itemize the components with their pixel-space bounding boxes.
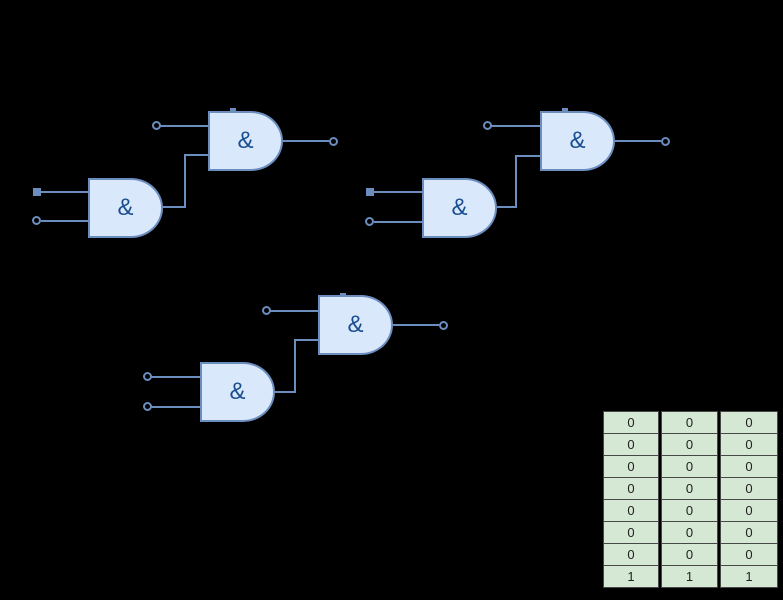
truth-table-cell: 0 [721,434,777,456]
truth-table-cell: 0 [604,412,658,434]
truth-table-cell: 0 [662,456,717,478]
wire [374,191,422,193]
and-gate-label: & [451,194,468,221]
and-gate-label: & [347,311,364,338]
and-gate: & [200,362,275,422]
wire [283,140,329,142]
truth-table-cell: 1 [745,569,753,584]
wire [41,220,88,222]
wire [186,154,208,156]
truth-table: 0 0 0 0 0 0 0 1 0 0 0 0 0 0 0 1 0 0 0 0 … [603,411,778,588]
truth-table-cell: 0 [604,522,658,544]
and-gate: & [208,111,283,171]
wire [374,221,422,223]
truth-table-cell: 1 [627,569,635,584]
wire [296,339,318,341]
truth-table-cell: 1 [685,569,694,584]
truth-table-cell: 0 [721,456,777,478]
truth-table-cell: 0 [721,544,777,566]
truth-table-cell: 0 [721,478,777,500]
wire [270,310,318,312]
and-gate-label: & [229,378,246,405]
truth-table-cell: 0 [662,500,717,522]
truth-table-cell: 0 [604,500,658,522]
circle-endpoint-icon [439,321,448,330]
square-endpoint-icon [33,188,41,196]
truth-table-cell: 0 [662,522,717,544]
truth-table-cell: 0 [721,500,777,522]
truth-table-cell: 0 [662,412,717,434]
and-gate: & [88,178,163,238]
truth-table-column: 0 0 0 0 0 0 0 1 [603,411,659,588]
circle-endpoint-icon [365,217,374,226]
circle-endpoint-icon [329,137,338,146]
circle-endpoint-icon [483,121,492,130]
truth-table-cell: 0 [662,478,717,500]
circle-endpoint-icon [152,121,161,130]
wire [294,339,296,393]
and-gate: & [422,178,497,238]
and-gate-label: & [569,127,586,154]
wire [393,324,439,326]
truth-table-cell: 0 [604,544,658,566]
truth-table-column: 0 0 0 0 0 0 0 1 [661,411,718,588]
wire [184,154,186,208]
wire [517,155,540,157]
wire [515,155,517,208]
truth-table-cell: 0 [721,412,777,434]
circle-endpoint-icon [661,137,670,146]
and-gate: & [318,295,393,355]
truth-table-cell: 0 [721,522,777,544]
truth-table-column: 0 0 0 0 0 0 0 1 [720,411,778,588]
wire [160,125,208,127]
wire [151,406,200,408]
circle-endpoint-icon [32,216,41,225]
truth-table-cell: 0 [604,478,658,500]
and-gate-label: & [237,127,254,154]
wire [151,376,200,378]
truth-table-cell: 0 [662,434,717,456]
wire [615,140,661,142]
wire [491,125,540,127]
truth-table-cell: 0 [604,434,658,456]
and-gate-label: & [117,194,134,221]
top-connector-stub [562,108,568,112]
circle-endpoint-icon [143,372,152,381]
truth-table-cell: 0 [662,544,717,566]
truth-table-cell: 0 [604,456,658,478]
wire [275,391,296,393]
and-gate: & [540,111,615,171]
wire [163,206,186,208]
wire [497,206,517,208]
circle-endpoint-icon [262,306,271,315]
wire [41,191,88,193]
top-connector-stub [230,108,236,112]
square-endpoint-icon [366,188,374,196]
circle-endpoint-icon [143,402,152,411]
